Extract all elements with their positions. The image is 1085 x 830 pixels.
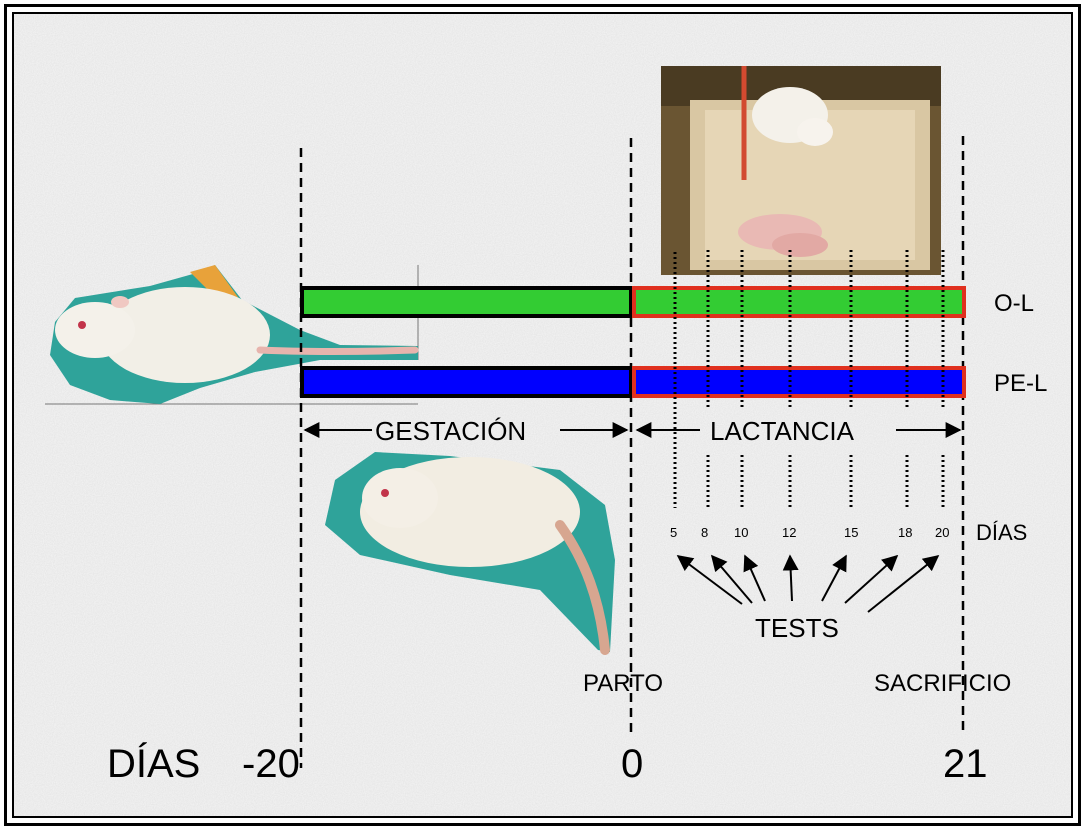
- tests-label: TESTS: [755, 613, 839, 644]
- period-label-gestation: GESTACIÓN: [375, 416, 526, 447]
- test-day-label: 15: [844, 525, 858, 540]
- timeline-axis-label: DÍAS: [107, 742, 200, 787]
- group-label-ol: O-L: [994, 290, 1034, 318]
- test-day-label: 5: [670, 525, 677, 540]
- bar-pel-gestation: [302, 368, 631, 396]
- event-label-birth: PARTO: [583, 670, 663, 698]
- period-label-lactation: LACTANCIA: [710, 416, 854, 447]
- group-label-pel: PE-L: [994, 370, 1047, 398]
- bar-ol-lactation: [634, 288, 964, 316]
- event-label-sacrifice: SACRIFICIO: [874, 670, 1011, 698]
- test-day-label: 20: [935, 525, 949, 540]
- cage-with-litter-photo: [661, 66, 941, 275]
- test-days-unit-label: DÍAS: [976, 520, 1027, 546]
- test-day-label: 12: [782, 525, 796, 540]
- test-day-label: 18: [898, 525, 912, 540]
- test-day-label: 8: [701, 525, 708, 540]
- timeline-end-label: 21: [943, 742, 988, 787]
- test-day-label: 10: [734, 525, 748, 540]
- bar-ol-gestation: [302, 288, 631, 316]
- timeline-start-label: -20: [242, 742, 300, 787]
- bar-pel-lactation: [634, 368, 964, 396]
- timeline-birth-label: 0: [621, 742, 643, 787]
